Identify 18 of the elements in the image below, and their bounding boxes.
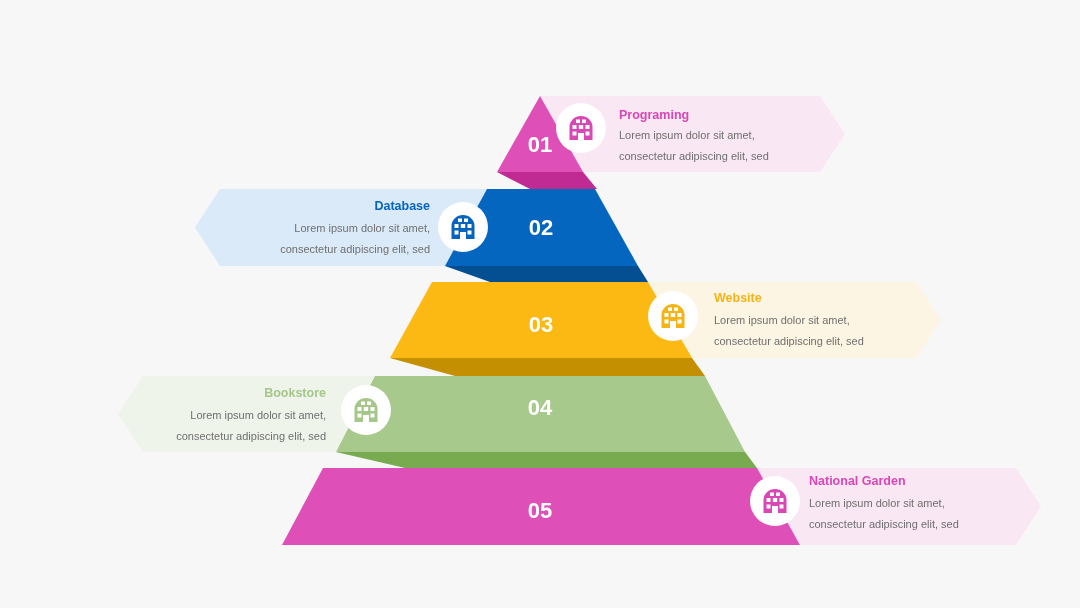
banner-title: Programing [619, 108, 690, 123]
banner-description: Lorem ipsum dolor sit amet, consectetur adipiscing elit, sed [714, 313, 865, 349]
banner-title: National Garden [809, 474, 906, 489]
banner-description: Lorem ipsum dolor sit amet, consectetur adipiscing elit, sed [619, 128, 770, 164]
banner-title: Database [374, 199, 430, 214]
tier-number: 03 [528, 312, 554, 338]
tier-number: 01 [527, 132, 553, 158]
tier-number: 05 [527, 498, 553, 524]
banner-description: Lorem ipsum dolor sit amet, consectetur adipiscing elit, sed [279, 221, 430, 257]
banner-description: Lorem ipsum dolor sit amet, consectetur adipiscing elit, sed [175, 408, 326, 444]
tier-number: 04 [527, 395, 553, 421]
tier-number: 02 [528, 215, 554, 241]
banner-title: Website [714, 291, 762, 306]
banner-title: Bookstore [264, 386, 326, 401]
banner-description: Lorem ipsum dolor sit amet, consectetur adipiscing elit, sed [809, 496, 960, 532]
arrow-banner [195, 189, 488, 266]
arrow-banner [750, 468, 1041, 545]
arrow-banner [645, 282, 941, 358]
